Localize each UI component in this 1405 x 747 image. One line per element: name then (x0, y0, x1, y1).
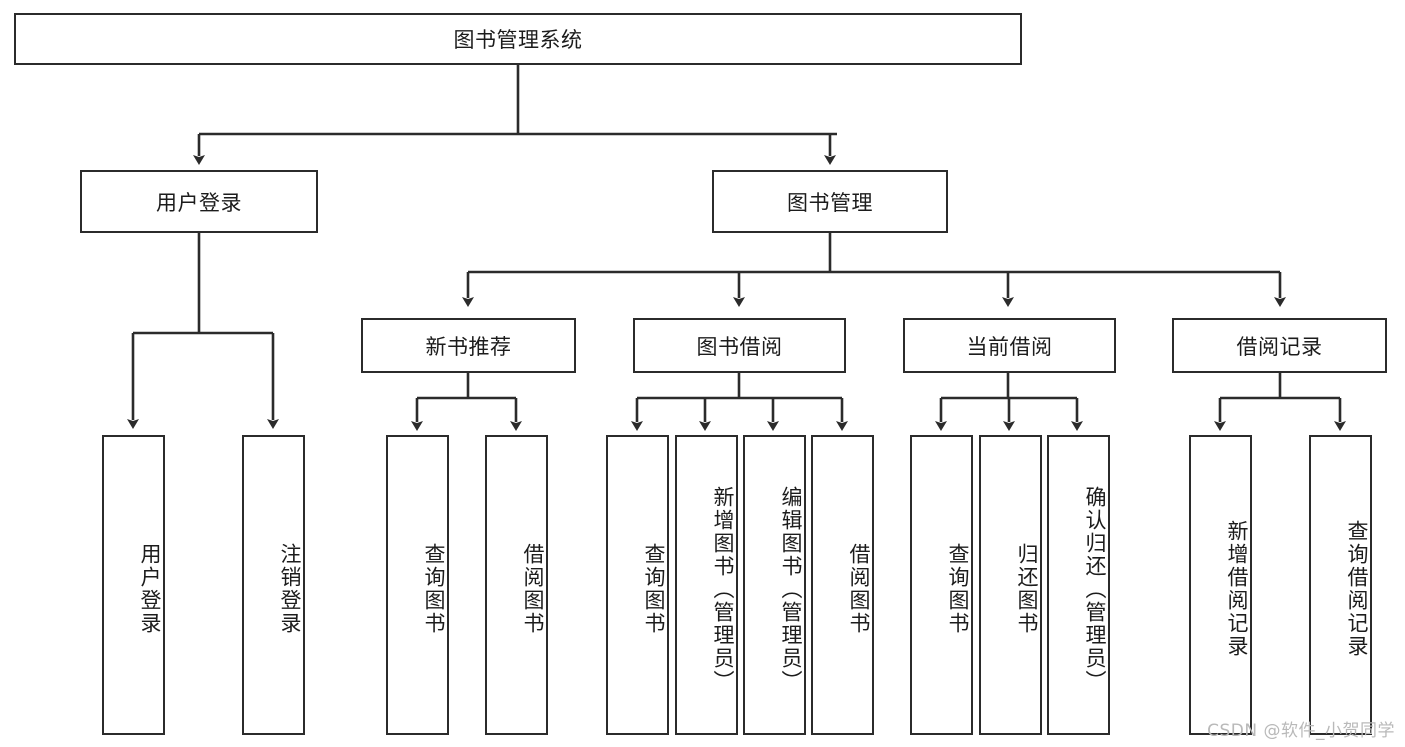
node-root-label: 图书管理系统 (453, 28, 583, 52)
node-leaf-borrow-book-1[interactable]: 借阅图书 (485, 435, 548, 735)
node-leaf-query-record-label: 查询借阅记录 (1345, 520, 1369, 658)
node-user-login[interactable]: 用户登录 (80, 170, 318, 233)
node-leaf-edit-book[interactable]: 编辑图书（管理员） (743, 435, 806, 735)
node-leaf-logout-label: 注销登录 (278, 543, 302, 635)
node-leaf-borrow-book-1-label: 借阅图书 (521, 543, 545, 635)
node-leaf-return-book[interactable]: 归还图书 (979, 435, 1042, 735)
node-leaf-add-book[interactable]: 新增图书（管理员） (675, 435, 738, 735)
node-new-book-recommend[interactable]: 新书推荐 (361, 318, 576, 373)
node-borrow-record-label: 借阅记录 (1236, 334, 1323, 359)
node-leaf-query-book-3[interactable]: 查询图书 (910, 435, 973, 735)
node-new-book-recommend-label: 新书推荐 (425, 334, 512, 359)
node-leaf-edit-book-label: 编辑图书（管理员） (779, 485, 803, 693)
node-leaf-query-record[interactable]: 查询借阅记录 (1309, 435, 1372, 735)
node-user-login-label: 用户登录 (156, 190, 242, 215)
node-root[interactable]: 图书管理系统 (14, 13, 1022, 65)
node-book-borrow[interactable]: 图书借阅 (633, 318, 846, 373)
node-leaf-confirm-return-label: 确认归还（管理员） (1083, 485, 1107, 693)
node-leaf-user-login-label: 用户登录 (138, 543, 162, 635)
node-book-manage[interactable]: 图书管理 (712, 170, 948, 233)
node-leaf-query-book-1-label: 查询图书 (422, 543, 446, 635)
node-leaf-borrow-book-2-label: 借阅图书 (847, 543, 871, 635)
node-current-borrow-label: 当前借阅 (966, 334, 1053, 359)
node-leaf-query-book-1[interactable]: 查询图书 (386, 435, 449, 735)
node-leaf-confirm-return[interactable]: 确认归还（管理员） (1047, 435, 1110, 735)
node-leaf-query-book-2-label: 查询图书 (642, 543, 666, 635)
node-leaf-add-book-label: 新增图书（管理员） (711, 485, 735, 693)
node-leaf-user-login[interactable]: 用户登录 (102, 435, 165, 735)
node-leaf-return-book-label: 归还图书 (1015, 543, 1039, 635)
node-leaf-add-record[interactable]: 新增借阅记录 (1189, 435, 1252, 735)
node-leaf-borrow-book-2[interactable]: 借阅图书 (811, 435, 874, 735)
node-leaf-query-book-3-label: 查询图书 (946, 543, 970, 635)
node-current-borrow[interactable]: 当前借阅 (903, 318, 1116, 373)
node-leaf-query-book-2[interactable]: 查询图书 (606, 435, 669, 735)
node-leaf-add-record-label: 新增借阅记录 (1225, 520, 1249, 658)
node-book-manage-label: 图书管理 (787, 190, 873, 215)
node-leaf-logout[interactable]: 注销登录 (242, 435, 305, 735)
node-borrow-record[interactable]: 借阅记录 (1172, 318, 1387, 373)
node-book-borrow-label: 图书借阅 (696, 334, 783, 359)
